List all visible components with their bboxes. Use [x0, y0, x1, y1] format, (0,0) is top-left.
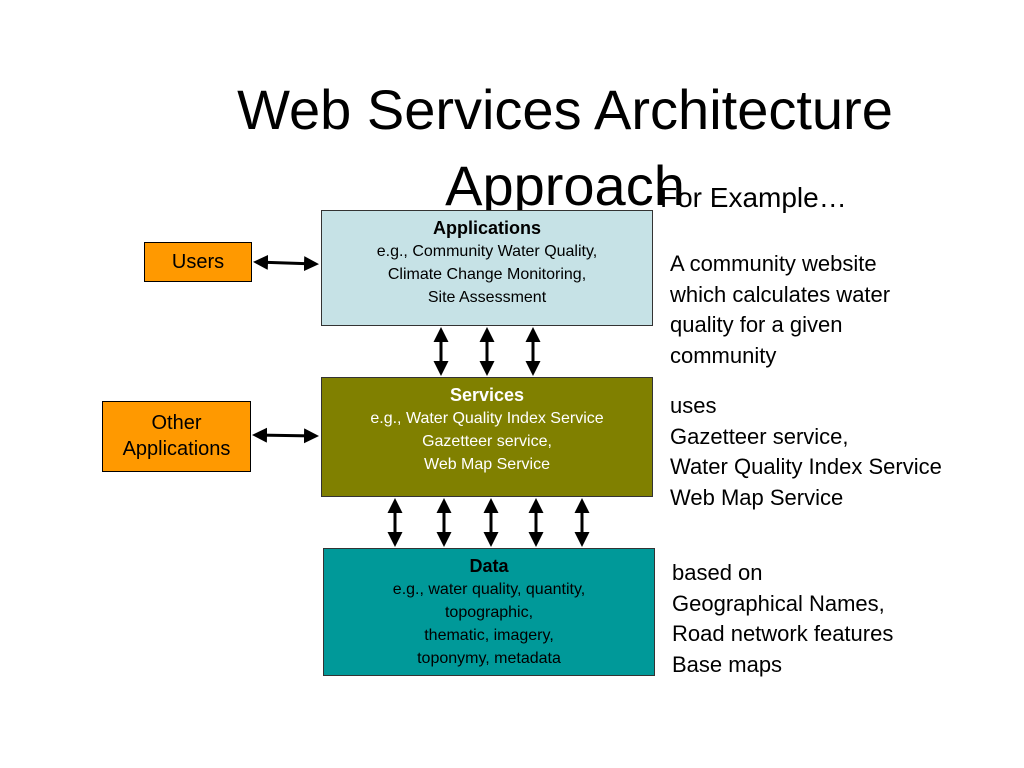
- data-heading: Data: [469, 556, 509, 576]
- data-example-note: based on Geographical Names, Road networ…: [672, 558, 893, 680]
- note-line: community: [670, 342, 777, 368]
- note-line: which calculates water: [670, 281, 891, 307]
- data-line: topographic,: [444, 604, 534, 621]
- users-box: Users: [144, 242, 252, 282]
- applications-line: Climate Change Monitoring,: [387, 266, 587, 283]
- applications-line: Site Assessment: [427, 289, 547, 306]
- services-line: e.g., Water Quality Index Service: [370, 410, 604, 427]
- data-line: toponymy, metadata: [417, 650, 561, 667]
- note-line: Road network features: [672, 621, 894, 646]
- other-applications-line: Applications: [122, 438, 231, 460]
- other-applications-box: Other Applications: [102, 401, 251, 472]
- services-line: Gazetteer service,: [422, 433, 552, 450]
- users-applications-arrow: [253, 254, 319, 272]
- applications-line: e.g., Community Water Quality,: [376, 243, 598, 260]
- services-heading: Services: [449, 385, 525, 405]
- applications-example-note: A community website which calculates wat…: [670, 249, 890, 371]
- services-line: Web Map Service: [424, 456, 550, 473]
- slide-title: Web Services Architecture Approach: [150, 72, 980, 224]
- note-line: Web Map Service: [670, 484, 844, 510]
- other-applications-line: Other: [151, 412, 202, 434]
- note-line: Base maps: [672, 651, 783, 677]
- data-line: thematic, imagery,: [424, 627, 554, 644]
- note-line: Gazetteer service,: [670, 423, 849, 449]
- note-line: Water Quality Index Service: [670, 454, 942, 479]
- title-line-1: Web Services Architecture: [237, 78, 893, 141]
- note-line: based on: [672, 560, 763, 585]
- data-line: e.g., water quality, quantity,: [392, 581, 586, 598]
- note-line: A community website: [670, 251, 877, 276]
- services-example-note: uses Gazetteer service, Water Quality In…: [670, 391, 942, 513]
- for-example-heading: For Example…: [660, 182, 847, 213]
- data-layer-box: Data e.g., water quality, quantity, topo…: [323, 548, 655, 676]
- title-line-2: Approach: [445, 154, 685, 217]
- applications-heading: Applications: [432, 218, 541, 238]
- services-layer-box: Services e.g., Water Quality Index Servi…: [321, 377, 653, 497]
- note-line: quality for a given: [670, 312, 843, 337]
- note-line: Geographical Names,: [672, 590, 885, 616]
- note-line: uses: [670, 393, 717, 418]
- applications-layer-box: Applications e.g., Community Water Quali…: [321, 210, 653, 326]
- other-apps-services-arrow: [252, 427, 319, 444]
